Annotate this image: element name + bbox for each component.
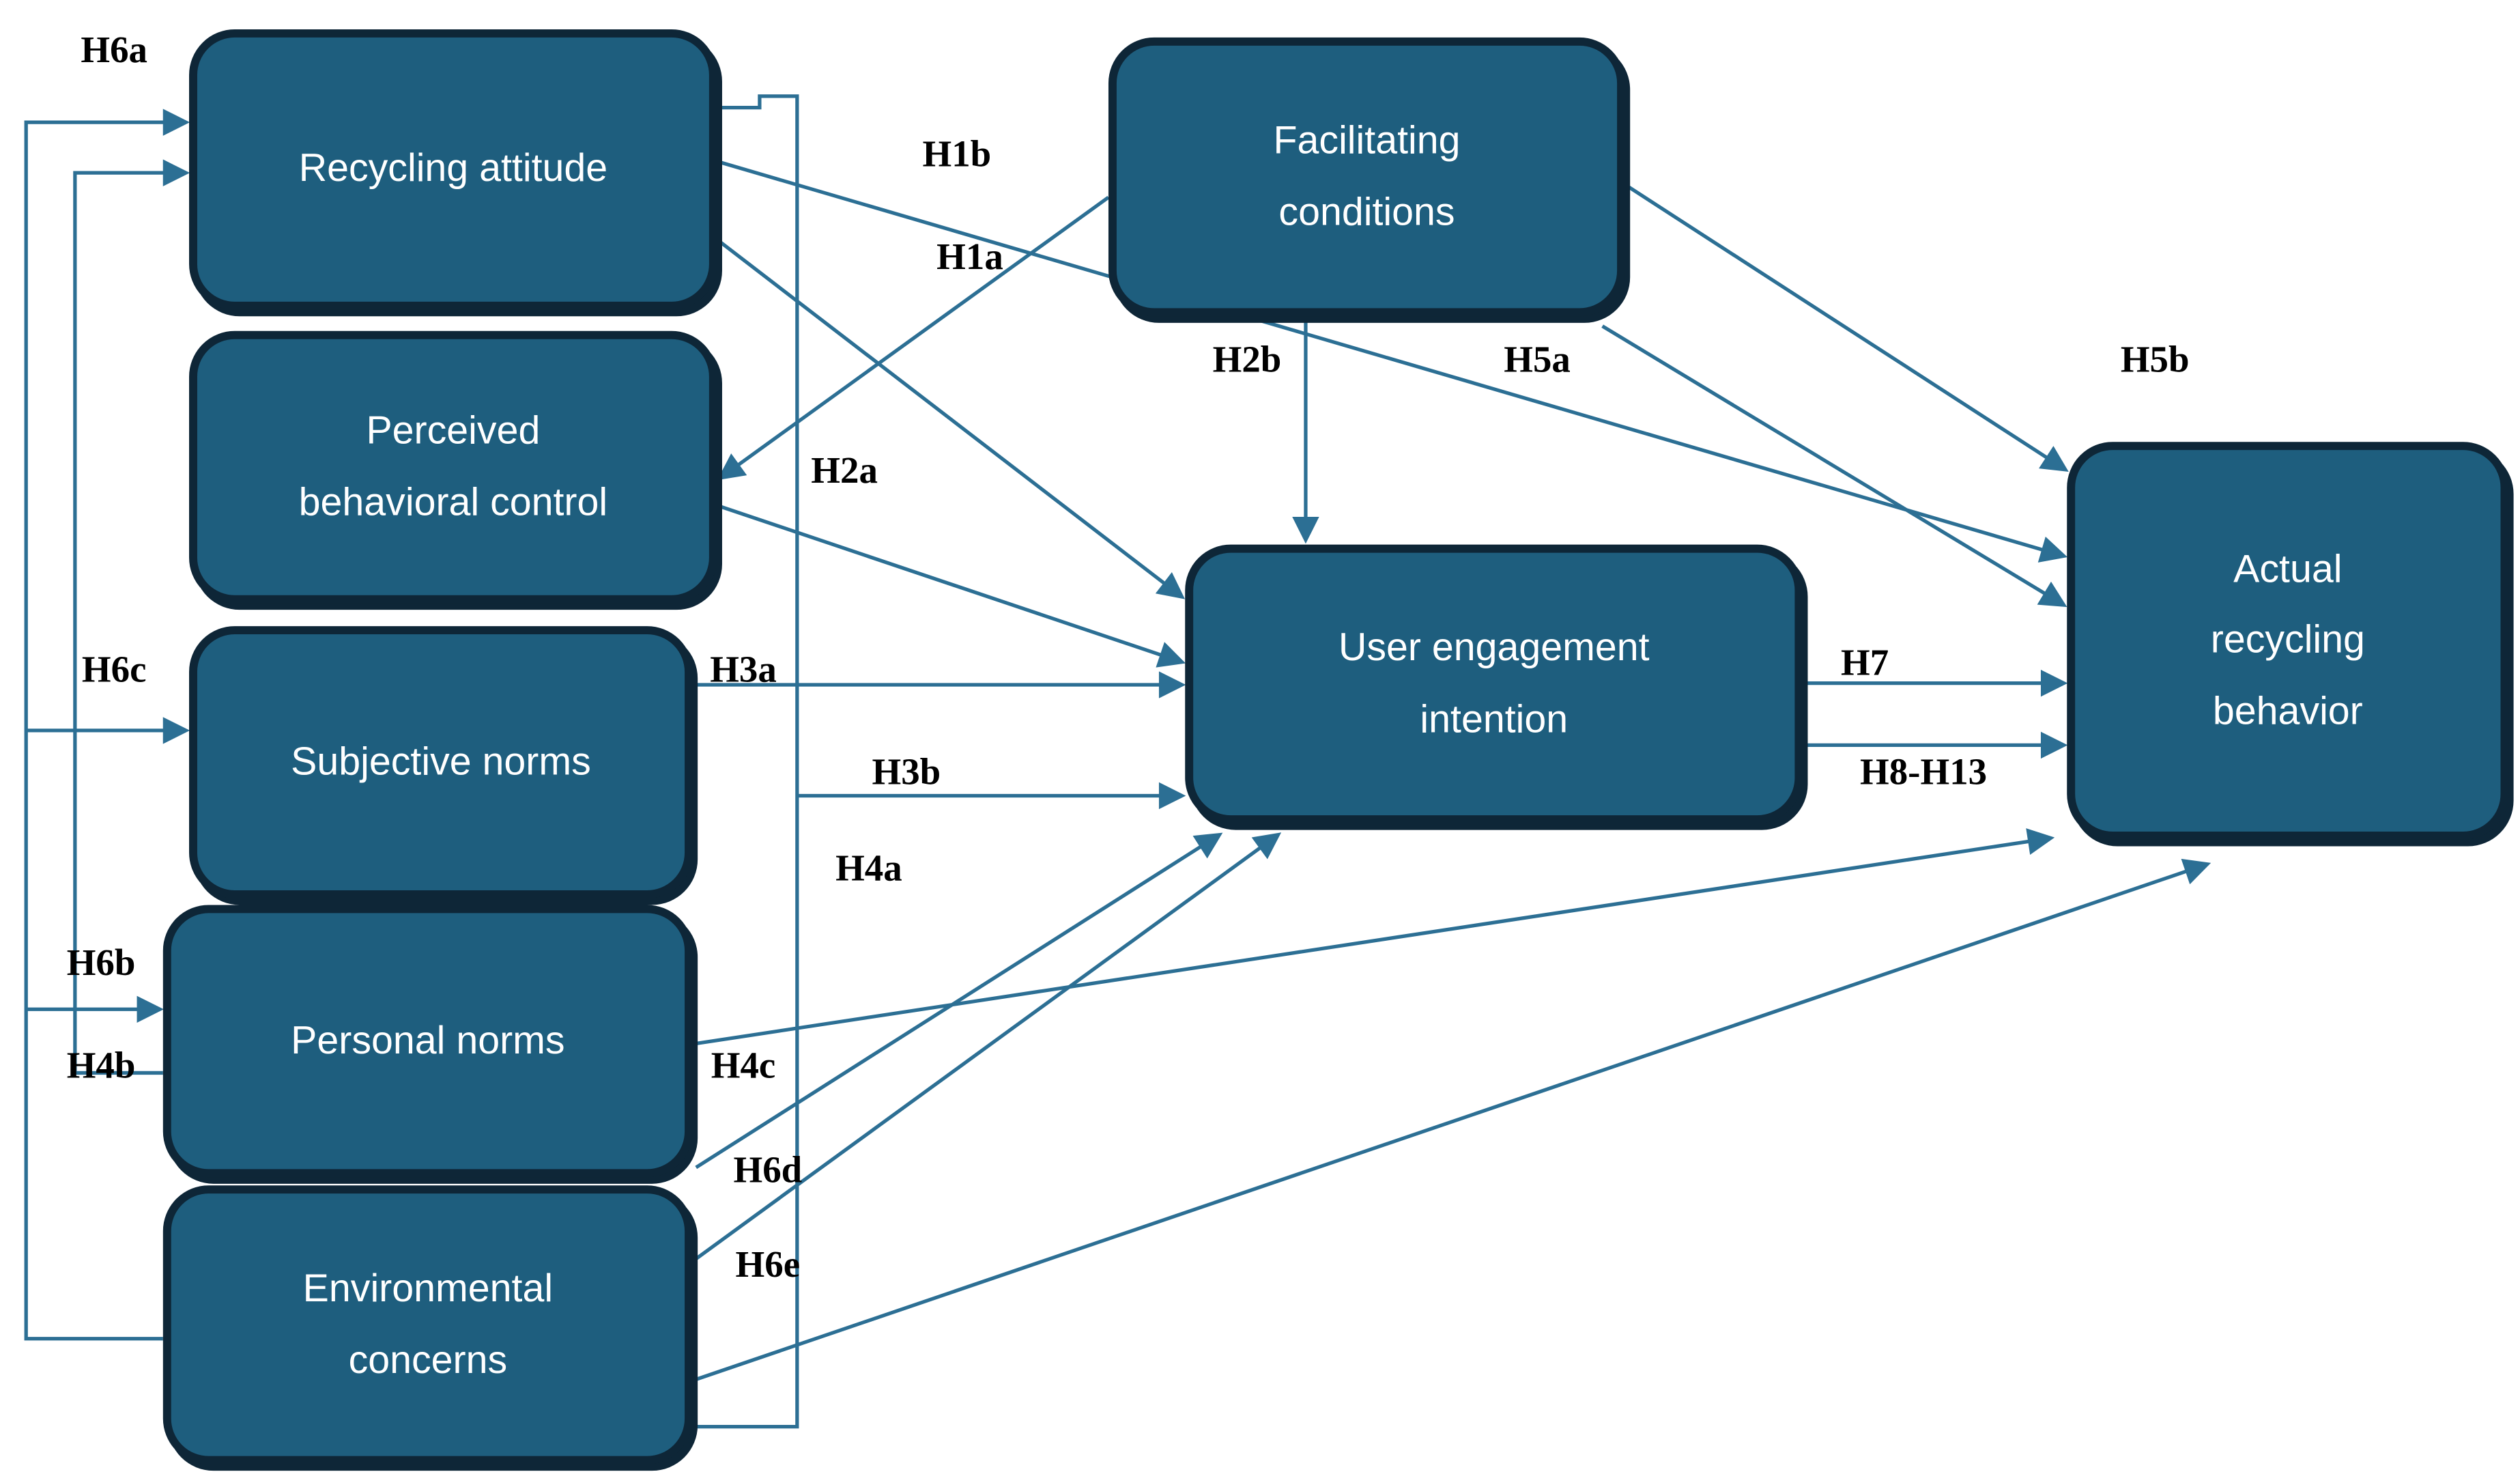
edge-label-h6c: H6c bbox=[81, 649, 147, 690]
node-label-line: behavioral control bbox=[298, 480, 608, 524]
node-label-line: Environmental bbox=[302, 1267, 554, 1312]
node-perceived-behavioral-control: Perceived behavioral control bbox=[189, 330, 717, 604]
node-environmental-concerns: Environmental concerns bbox=[162, 1185, 693, 1464]
node-actual-recycling-behavior: Actual recycling behavior bbox=[2067, 442, 2509, 840]
edge-label-h3a: H3a bbox=[710, 649, 777, 690]
edge-h1a bbox=[716, 238, 1186, 599]
edge-label-h6a: H6a bbox=[81, 29, 148, 70]
edge-label-h2a: H2a bbox=[811, 450, 878, 491]
edge-label-h4a: H4a bbox=[835, 847, 902, 889]
node-user-engagement-intention: User engagement intention bbox=[1185, 544, 1803, 824]
edge-label-h8-h13: H8-H13 bbox=[1859, 751, 1988, 793]
edge-label-h7: H7 bbox=[1841, 642, 1889, 683]
edge-h4a bbox=[695, 832, 1223, 1170]
edge-h4c bbox=[696, 828, 2055, 1046]
edge-rail bbox=[692, 94, 799, 1429]
edge-h6e bbox=[695, 858, 2211, 1381]
edge-label-h6d: H6d bbox=[733, 1149, 803, 1191]
node-facilitating-conditions: Facilitating conditions bbox=[1108, 37, 1626, 317]
edge-label-h4c: H4c bbox=[711, 1045, 776, 1086]
node-label-line: Actual bbox=[2233, 548, 2343, 593]
node-label-line: Subjective norms bbox=[291, 740, 591, 784]
edge-fc-pbc bbox=[717, 195, 1110, 481]
node-label-line: Recycling attitude bbox=[298, 147, 608, 192]
node-label-line: User engagement bbox=[1338, 626, 1650, 671]
node-label-line: intention bbox=[1420, 696, 1569, 741]
node-label-line: concerns bbox=[348, 1337, 508, 1382]
edge-h6d bbox=[695, 832, 1282, 1260]
node-recycling-attitude: Recycling attitude bbox=[189, 29, 717, 310]
node-label-line: Perceived bbox=[366, 410, 541, 454]
edge-label-h1a: H1a bbox=[936, 236, 1003, 277]
edge-label-h3b: H3b bbox=[872, 751, 941, 793]
node-personal-norms: Personal norms bbox=[162, 905, 693, 1178]
node-label-line: Facilitating bbox=[1273, 119, 1461, 164]
node-label-line: conditions bbox=[1278, 190, 1455, 234]
edge-label-h5a: H5a bbox=[1504, 339, 1571, 380]
edge-h5a bbox=[1601, 324, 2067, 608]
node-subjective-norms: Subjective norms bbox=[189, 626, 693, 898]
edge-h2a bbox=[716, 503, 1186, 668]
edge-h4b bbox=[73, 159, 190, 1075]
edge-label-h1b: H1b bbox=[922, 133, 992, 175]
edge-h5b bbox=[1620, 181, 2069, 472]
edge-label-h6e: H6e bbox=[735, 1244, 801, 1285]
node-label-line: recycling bbox=[2210, 619, 2365, 663]
edge-label-h2b: H2b bbox=[1212, 339, 1282, 380]
edge-h1b bbox=[717, 159, 2068, 563]
edge-label-h6b: H6b bbox=[66, 942, 136, 984]
node-label-line: behavior bbox=[2212, 689, 2363, 733]
edge-label-h5b: H5b bbox=[2120, 339, 2190, 380]
node-label-line: Personal norms bbox=[291, 1019, 565, 1063]
edge-label-h4b: H4b bbox=[66, 1045, 136, 1086]
